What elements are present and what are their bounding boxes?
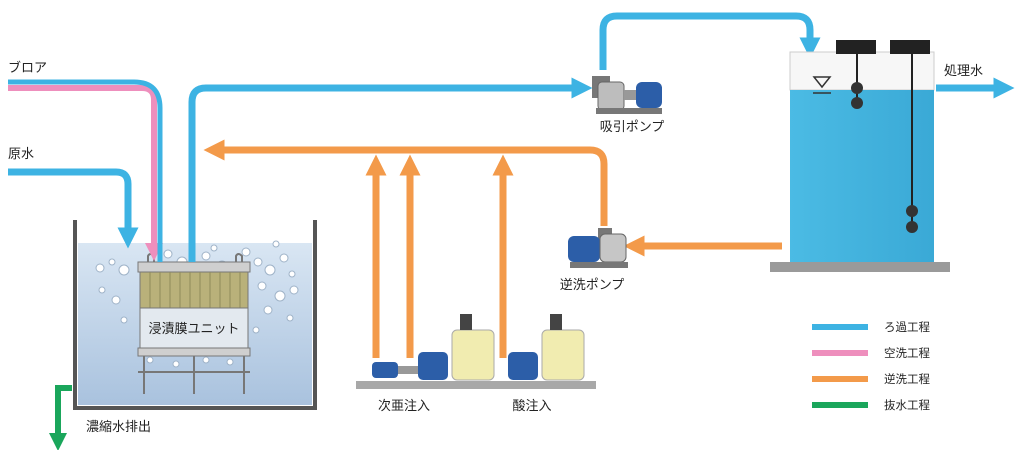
bubble — [120, 316, 128, 324]
concentrate-discharge-label: 濃縮水排出 — [86, 419, 151, 435]
backwash-pump-icon — [568, 228, 628, 268]
acid-tank-icon — [541, 314, 585, 381]
hypochlorite-injection-label: 次亜注入 — [378, 398, 430, 414]
raw-water-line — [8, 168, 139, 249]
bubble — [210, 244, 218, 252]
bubble — [98, 286, 106, 294]
raw-water-label: 原水 — [8, 147, 34, 162]
legend-label-filtration: ろ過工程 — [884, 320, 930, 334]
blower-label: ブロア — [8, 60, 47, 76]
bubble — [146, 356, 154, 364]
bubble — [163, 249, 173, 259]
bubble — [286, 314, 294, 322]
hypochlorite-dosing-pump-icon — [372, 352, 448, 380]
bubble — [264, 264, 276, 276]
bubble — [279, 253, 289, 263]
bubble — [253, 257, 263, 267]
bubble — [272, 240, 280, 248]
bubble — [108, 258, 116, 266]
membrane-unit-label: 浸漬膜ユニット — [148, 322, 239, 337]
bubble — [111, 295, 121, 305]
treated-water-label: 処理水 — [944, 64, 983, 79]
legend-label-air-wash: 空洗工程 — [884, 346, 930, 360]
bubble — [274, 290, 286, 302]
bubble — [257, 281, 267, 291]
bubble — [201, 251, 211, 261]
suction-to-tank-line — [599, 12, 821, 70]
legend: ろ過工程 空洗工程 逆洗工程 抜水工程 — [812, 320, 930, 412]
bubble — [226, 358, 234, 366]
dosing-skid — [356, 314, 596, 389]
bubble — [118, 264, 130, 276]
backwash-return-line — [203, 139, 608, 226]
drain-line — [49, 385, 72, 450]
legend-label-backwash: 逆洗工程 — [884, 372, 930, 386]
bubble — [288, 270, 296, 278]
hypochlorite-tank-icon — [451, 314, 495, 381]
filtrate-line — [188, 77, 593, 262]
bubble — [252, 326, 260, 334]
bubble — [241, 247, 251, 257]
acid-dosing-pump-icon — [508, 352, 538, 380]
acid-injection-label: 酸注入 — [512, 399, 551, 414]
bubble — [172, 360, 180, 368]
bubble — [202, 356, 210, 364]
bubble — [289, 285, 299, 295]
suction-pump-label: 吸引ポンプ — [600, 120, 665, 135]
suction-pump-icon — [592, 76, 662, 114]
filtrate-collection-line — [8, 79, 163, 262]
bubble — [95, 263, 105, 273]
air-wash-line — [8, 85, 163, 261]
membrane-unit: 浸漬膜ユニット — [137, 253, 251, 394]
bubble — [263, 305, 273, 315]
legend-label-drain: 抜水工程 — [884, 398, 930, 412]
treated-water-tank — [770, 40, 950, 272]
backwash-pump-label: 逆洗ポンプ — [560, 277, 625, 293]
